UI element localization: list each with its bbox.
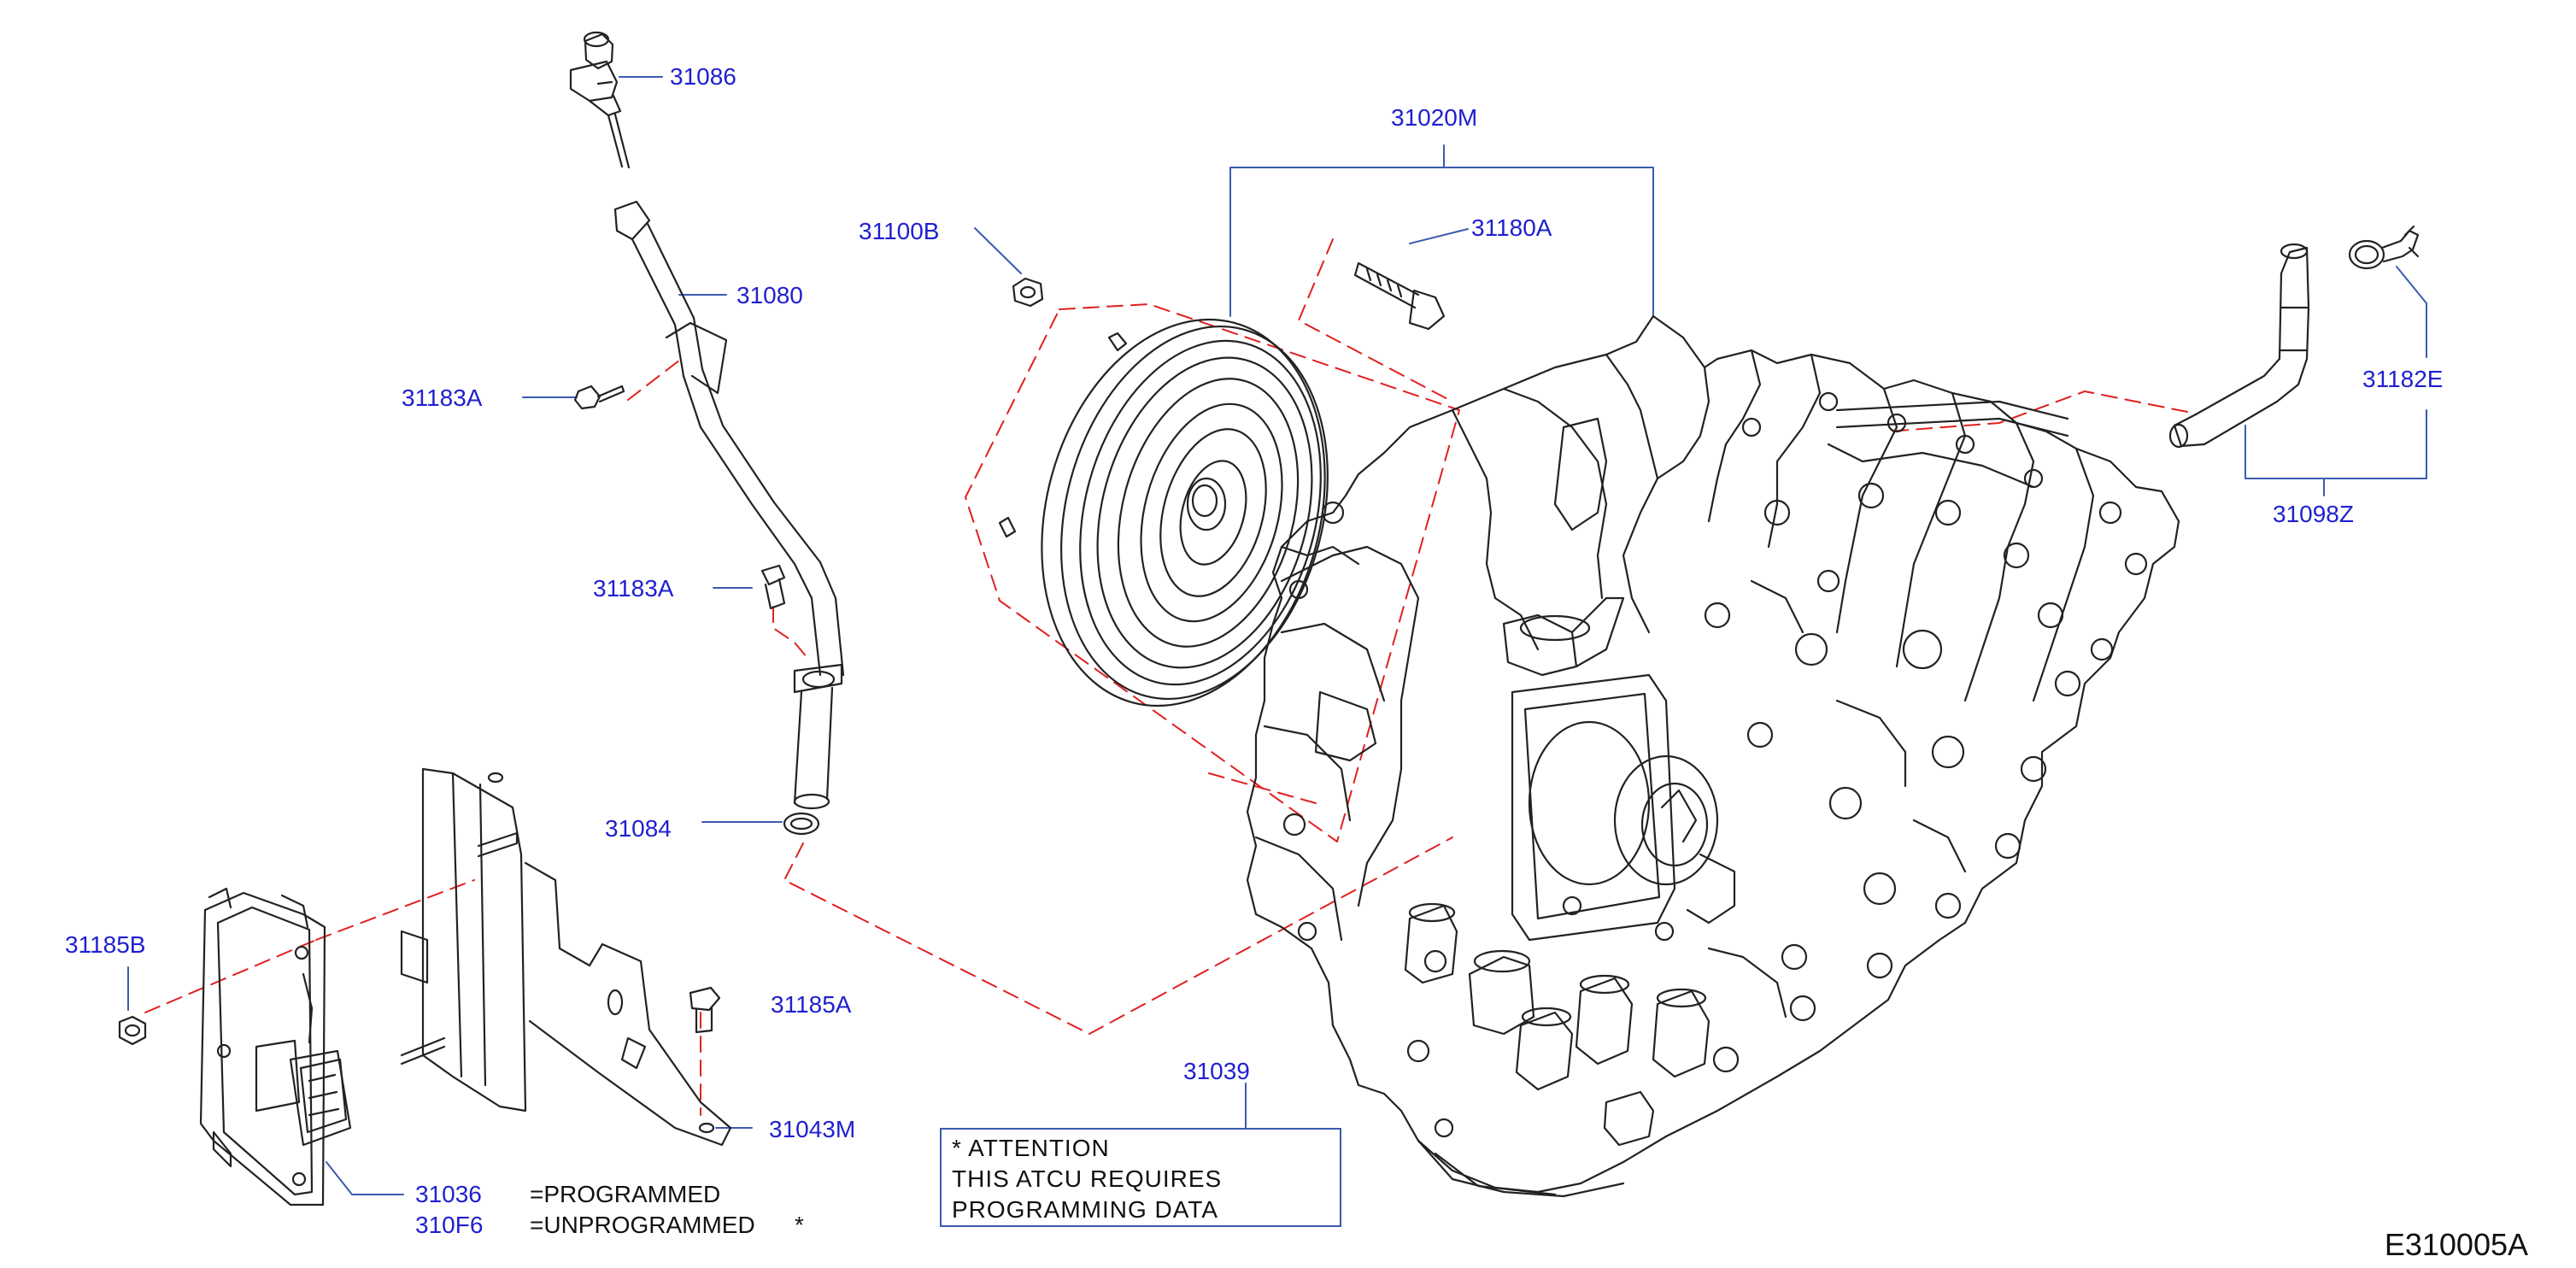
sensor-31086 — [569, 31, 631, 169]
callout-31084[interactable]: 31084 — [605, 815, 672, 842]
dipstick-tube-31080 — [613, 200, 845, 810]
callout-31020M[interactable]: 31020M — [1391, 104, 1478, 131]
legend-unprogrammed: =UNPROGRAMMED — [530, 1212, 755, 1238]
callout-31080[interactable]: 31080 — [736, 282, 803, 308]
bracket-31043M — [400, 767, 732, 1147]
callout-31185B[interactable]: 31185B — [65, 931, 146, 958]
bolt-31183A — [573, 385, 786, 610]
clamp-31182E — [2348, 225, 2420, 270]
leader-lines — [127, 76, 2427, 1195]
dashed-guides — [144, 238, 2188, 1116]
attention-line-3: PROGRAMMING DATA — [952, 1196, 1219, 1223]
diagram-id: E310005A — [2384, 1227, 2528, 1262]
hose-31098Z — [2168, 243, 2310, 449]
callout-31098Z[interactable]: 31098Z — [2273, 501, 2354, 527]
transaxle-housing-31020M — [1246, 314, 2180, 1198]
callout-31183A-upper[interactable]: 31183A — [402, 385, 483, 411]
attention-line-2: THIS ATCU REQUIRES — [952, 1165, 1223, 1192]
callout-31185A[interactable]: 31185A — [771, 991, 852, 1018]
callout-31036[interactable]: 31036 — [415, 1181, 482, 1207]
callout-31039[interactable]: 31039 — [1183, 1058, 1250, 1084]
callout-31100B[interactable]: 31100B — [859, 218, 940, 244]
legend-programmed: =PROGRAMMED — [530, 1181, 721, 1207]
bolt-31185A — [689, 986, 721, 1034]
callout-31183A-lower[interactable]: 31183A — [593, 575, 674, 602]
attention-line-1: * ATTENTION — [952, 1135, 1110, 1161]
bolt-31180A — [1353, 261, 1446, 331]
oring-31084 — [783, 812, 820, 836]
nut-31100B — [1012, 277, 1044, 308]
nut-31185B — [118, 1015, 147, 1046]
attention-note-box: * ATTENTION THIS ATCU REQUIRES PROGRAMMI… — [940, 1128, 1341, 1227]
legend-unprogrammed-mark: * — [795, 1212, 804, 1238]
callout-31180A[interactable]: 31180A — [1471, 214, 1552, 241]
torque-converter — [998, 318, 1329, 707]
callout-31086[interactable]: 31086 — [670, 63, 736, 90]
callout-31182E[interactable]: 31182E — [2362, 366, 2444, 392]
callout-310F6[interactable]: 310F6 — [415, 1212, 484, 1238]
atcu-module-31036 — [199, 887, 352, 1206]
callout-31043M[interactable]: 31043M — [769, 1116, 856, 1142]
